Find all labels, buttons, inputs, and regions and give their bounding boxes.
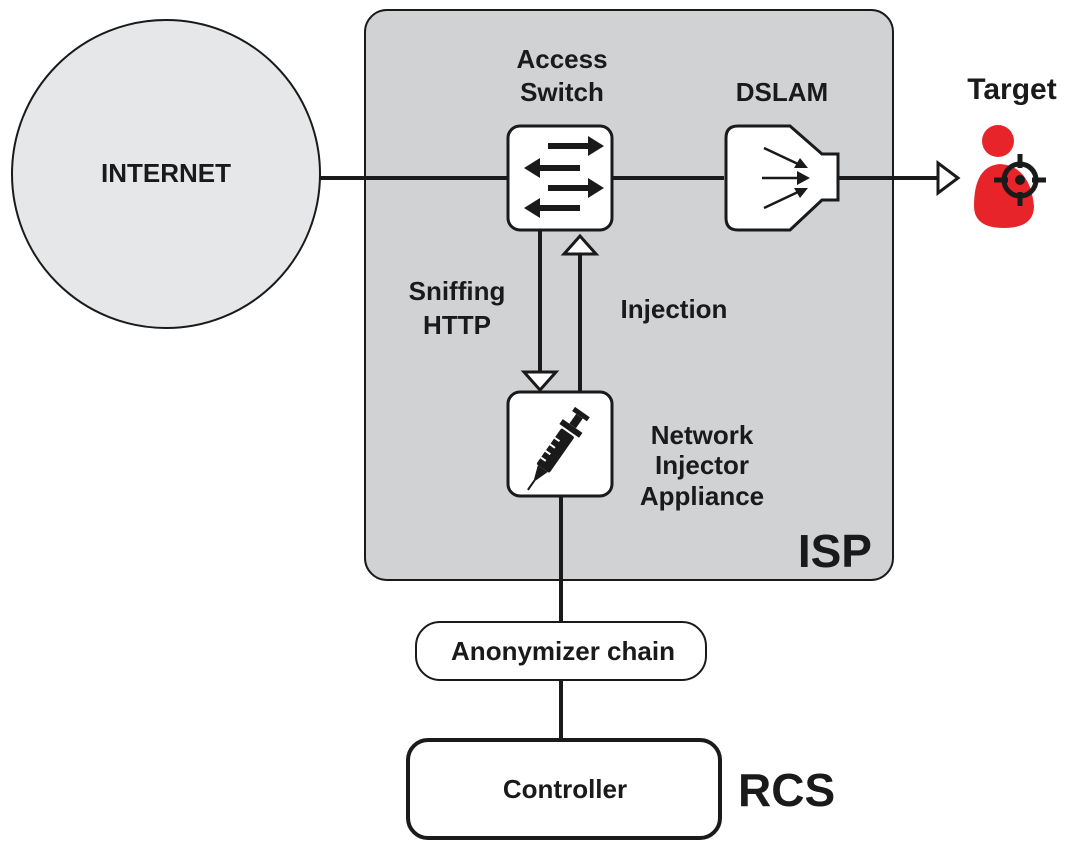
- anonymizer-label: Anonymizer chain: [451, 636, 675, 666]
- anonymizer-box: [415, 621, 707, 681]
- internet-label: INTERNET: [101, 158, 231, 188]
- controller-box: [406, 738, 722, 840]
- person-crosshair-icon: [974, 125, 1046, 228]
- bidirectional-arrows-icon: [524, 136, 604, 218]
- sniffing-label-line1: Sniffing: [409, 276, 506, 306]
- converging-arrows-icon: [762, 146, 810, 210]
- connection-lines: [320, 176, 938, 740]
- rcs-label: RCS: [738, 764, 835, 816]
- access-switch-label-line2: Switch: [520, 77, 604, 107]
- injector-label-line3: Appliance: [640, 481, 764, 511]
- access-switch-label-line1: Access: [516, 44, 607, 74]
- injector-label-line2: Injector: [655, 450, 749, 480]
- injector-label-line1: Network: [651, 420, 754, 450]
- controller-label: Controller: [503, 774, 627, 804]
- sniffing-label-line2: HTTP: [423, 310, 491, 340]
- dslam-label: DSLAM: [736, 77, 828, 107]
- syringe-icon: [527, 406, 590, 491]
- arrow-to-target: [936, 160, 961, 196]
- arrow-to-injector: [520, 370, 560, 393]
- injection-label: Injection: [621, 294, 728, 324]
- arrow-to-switch: [560, 233, 600, 256]
- target-label: Target: [967, 73, 1056, 106]
- isp-label: ISP: [798, 525, 872, 577]
- internet-node: [11, 19, 321, 329]
